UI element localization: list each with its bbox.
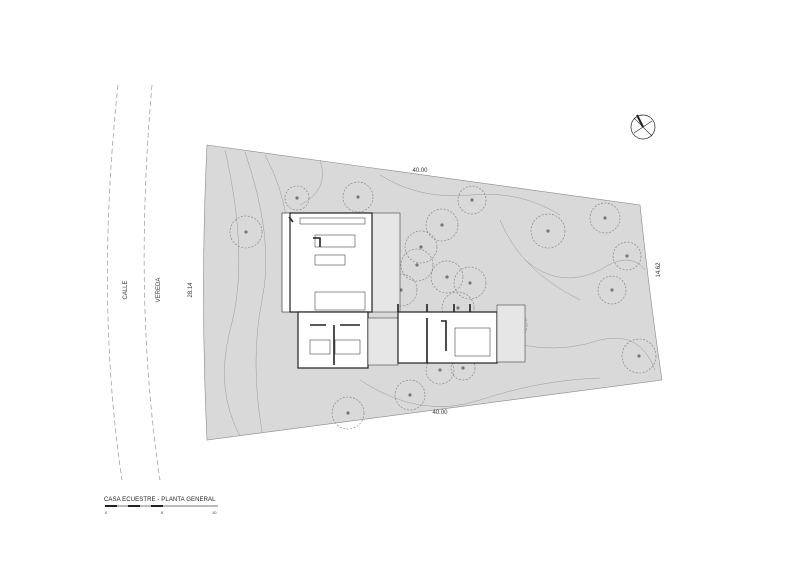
tree-canopy — [342, 181, 374, 213]
tree-trunk — [468, 281, 472, 285]
tree-canopy — [597, 275, 627, 305]
master-wing — [397, 311, 498, 364]
tree-canopy — [284, 185, 310, 211]
tree-canopy — [621, 338, 657, 374]
tree-trunk — [408, 393, 412, 397]
street-edge — [107, 84, 123, 481]
tree-canopy — [589, 202, 621, 234]
trees — [229, 181, 657, 430]
scale-label: 0 — [105, 510, 108, 515]
dimension-bottom: 40.00 — [432, 410, 448, 416]
drawing-title: CASA ECUESTRE - PLANTA GENERAL — [104, 497, 216, 503]
terrace — [496, 304, 526, 363]
tree-trunk — [456, 306, 460, 310]
tree-canopy — [453, 266, 487, 300]
house-plan — [281, 212, 526, 369]
contour-lines — [224, 149, 656, 437]
tree-trunk — [610, 288, 614, 292]
tree-trunk — [244, 230, 248, 234]
tree-canopy — [430, 260, 464, 294]
street-label: CALLE — [123, 280, 129, 299]
tree-trunk — [546, 229, 550, 233]
scale-label: 10 — [212, 510, 217, 515]
patio — [367, 317, 399, 366]
tree-canopy — [425, 355, 455, 385]
tree-trunk — [440, 223, 444, 227]
tree-trunk — [445, 275, 449, 279]
tree-canopy — [530, 213, 566, 249]
scale-label: 5 — [161, 510, 164, 515]
tree-canopy — [425, 208, 459, 242]
tree-trunk — [470, 198, 474, 202]
tree-trunk — [625, 254, 629, 258]
tree-trunk — [295, 196, 299, 200]
tree-canopy — [229, 215, 263, 249]
tree-trunk — [438, 368, 442, 372]
scale-bar: 0 5 10 — [105, 505, 218, 515]
north-arrow-icon — [630, 114, 656, 140]
tree-trunk — [461, 366, 465, 370]
deck — [371, 212, 401, 313]
sidewalk-edge — [143, 84, 161, 481]
living-block — [289, 212, 373, 313]
dimension-left: 28.14 — [188, 282, 194, 298]
tree-trunk — [356, 195, 360, 199]
dimension-top: 40.00 — [412, 168, 428, 174]
tree-canopy — [400, 248, 434, 282]
tree-trunk — [637, 354, 641, 358]
tree-trunk — [419, 245, 423, 249]
site-lot — [203, 144, 663, 441]
tree-trunk — [346, 411, 350, 415]
dimension-right: 14.62 — [656, 262, 662, 278]
tree-trunk — [603, 216, 607, 220]
tree-canopy — [394, 379, 426, 411]
tree-trunk — [415, 263, 419, 267]
tree-canopy — [331, 396, 365, 430]
sidewalk-label: VEREDA — [156, 278, 162, 303]
tree-canopy — [404, 230, 438, 264]
tree-canopy — [457, 185, 487, 215]
tree-canopy — [612, 241, 642, 271]
